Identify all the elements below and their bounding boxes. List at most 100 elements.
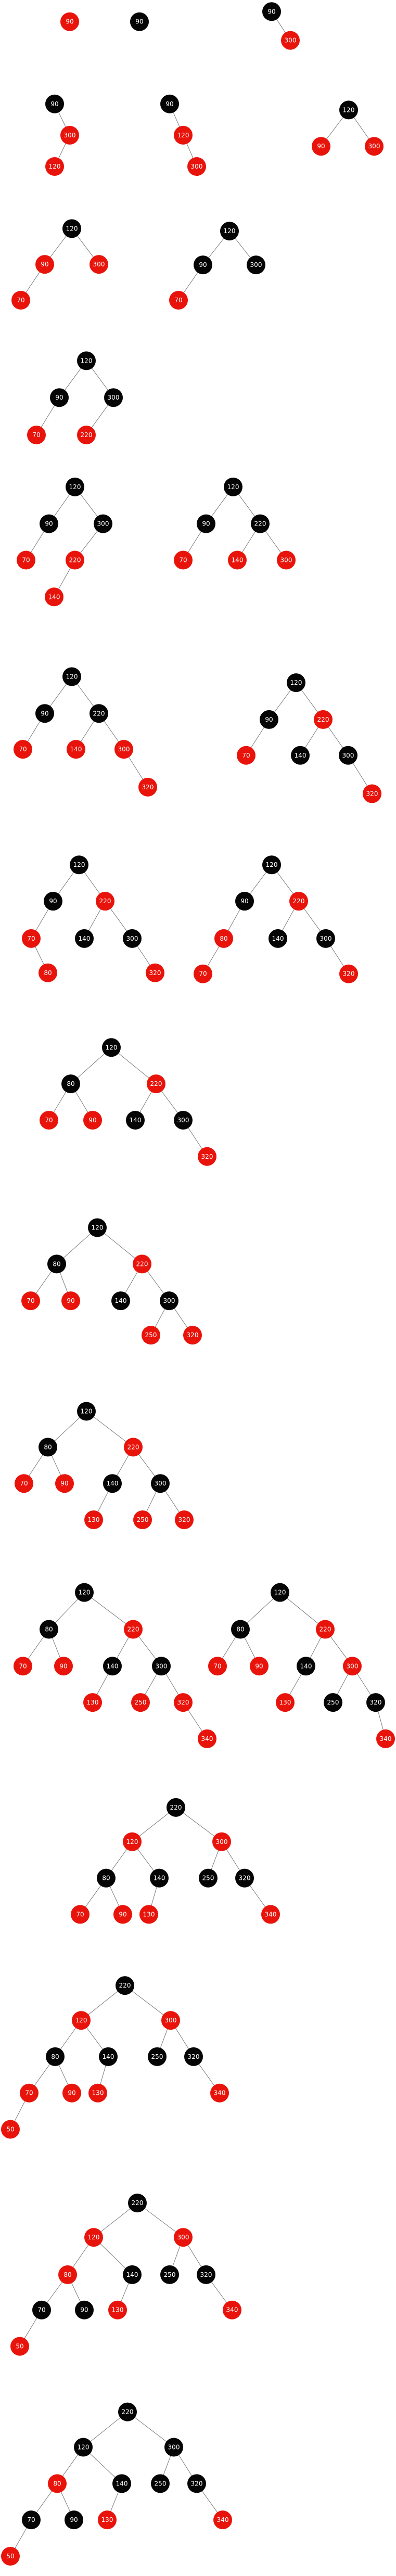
red-tree-node: 300 xyxy=(281,31,300,50)
black-tree-node: 140 xyxy=(75,929,94,948)
node-value-label: 140 xyxy=(107,1662,119,1670)
node-value-label: 120 xyxy=(274,1589,286,1596)
node-circle xyxy=(223,2300,241,2319)
node-circle xyxy=(35,255,54,274)
node-value-label: 80 xyxy=(236,1625,244,1633)
node-circle xyxy=(103,1474,122,1493)
node-value-label: 90 xyxy=(41,710,48,717)
black-tree-node: 120 xyxy=(62,219,81,238)
node-circle xyxy=(174,1693,193,1712)
node-circle xyxy=(1,2547,20,2566)
black-tree-node: 300 xyxy=(160,1291,178,1311)
node-circle xyxy=(124,1438,143,1457)
node-circle xyxy=(46,2047,65,2066)
black-tree-node: 120 xyxy=(74,2438,93,2457)
node-value-label: 90 xyxy=(165,100,173,108)
node-value-label: 120 xyxy=(69,483,81,491)
black-tree-node: 120 xyxy=(271,1583,289,1602)
black-tree-node: 220 xyxy=(167,1798,185,1817)
black-tree-node: 300 xyxy=(152,1657,171,1676)
black-tree-node: 250 xyxy=(148,2047,167,2066)
node-value-label: 300 xyxy=(155,1480,167,1487)
black-tree-node: 140 xyxy=(111,1291,130,1311)
node-value-label: 90 xyxy=(66,18,73,25)
red-tree-node: 140 xyxy=(67,740,85,759)
node-circle xyxy=(77,351,96,370)
red-tree-node: 140 xyxy=(45,587,63,607)
node-value-label: 120 xyxy=(81,1408,93,1415)
node-circle xyxy=(58,2265,77,2284)
node-circle xyxy=(262,855,281,875)
black-tree-node: 120 xyxy=(62,667,81,686)
node-circle xyxy=(228,550,247,570)
node-value-label: 140 xyxy=(103,2053,114,2060)
red-tree-node: 90 xyxy=(83,1110,102,1130)
node-circle xyxy=(164,2438,183,2457)
black-tree-node: 300 xyxy=(123,929,142,948)
node-circle xyxy=(14,1657,32,1676)
node-value-label: 130 xyxy=(112,2306,124,2314)
node-value-label: 340 xyxy=(380,1735,392,1742)
red-tree-node: 90 xyxy=(250,1657,269,1676)
node-circle xyxy=(77,425,96,444)
node-value-label: 70 xyxy=(20,1480,28,1487)
node-circle xyxy=(70,855,88,875)
node-value-label: 120 xyxy=(81,357,93,364)
red-tree-node: 220 xyxy=(314,710,333,729)
node-circle xyxy=(40,1620,58,1639)
tree-edge-n153-n154 xyxy=(83,2412,128,2447)
black-tree-node: 140 xyxy=(291,746,310,765)
black-tree-node: 120 xyxy=(77,1402,96,1421)
node-circle xyxy=(83,1110,102,1130)
node-circle xyxy=(151,1474,170,1493)
node-value-label: 80 xyxy=(220,935,227,942)
red-tree-node: 320 xyxy=(363,784,381,803)
node-circle xyxy=(316,1620,335,1639)
black-tree-node: 140 xyxy=(103,1474,122,1493)
node-value-label: 70 xyxy=(19,746,27,753)
black-tree-node: 70 xyxy=(32,2300,51,2319)
node-circle xyxy=(60,12,79,31)
black-tree-node: 90 xyxy=(75,2300,94,2319)
red-tree-node: 300 xyxy=(212,1832,231,1851)
red-tree-node: 70 xyxy=(20,2083,39,2103)
node-value-label: 140 xyxy=(79,935,91,942)
node-value-label: 80 xyxy=(44,969,52,977)
black-tree-node: 90 xyxy=(40,514,58,533)
node-value-label: 320 xyxy=(239,1875,251,1882)
node-value-label: 50 xyxy=(6,2553,14,2560)
node-circle xyxy=(312,137,330,156)
node-value-label: 220 xyxy=(81,431,93,439)
node-value-label: 140 xyxy=(295,752,306,759)
node-circle xyxy=(113,1905,132,1924)
tree-edge-n96-n98 xyxy=(84,1592,134,1630)
red-tree-node: 90 xyxy=(54,1657,73,1676)
node-value-label: 70 xyxy=(25,2090,33,2097)
red-tree-node: 70 xyxy=(194,964,212,983)
black-tree-node: 120 xyxy=(66,477,84,496)
node-circle xyxy=(161,2011,180,2030)
node-value-label: 70 xyxy=(22,556,30,563)
node-circle xyxy=(184,2047,203,2066)
node-value-label: 90 xyxy=(70,2516,78,2523)
node-circle xyxy=(269,929,287,948)
node-circle xyxy=(152,1657,171,1676)
node-value-label: 300 xyxy=(93,261,105,268)
node-circle xyxy=(147,1074,165,1094)
black-tree-node: 120 xyxy=(75,1583,94,1602)
node-value-label: 140 xyxy=(300,1662,312,1670)
node-circle xyxy=(316,929,335,948)
node-circle xyxy=(32,2300,51,2319)
red-tree-node: 320 xyxy=(138,777,157,797)
node-circle xyxy=(35,704,54,723)
black-tree-node: 320 xyxy=(187,2474,206,2493)
node-circle xyxy=(366,1693,385,1712)
node-circle xyxy=(90,255,108,274)
node-circle xyxy=(133,1510,152,1530)
node-circle xyxy=(187,157,206,176)
tree-edge-n129-n131 xyxy=(124,1985,171,2021)
node-circle xyxy=(235,1868,254,1888)
node-circle xyxy=(118,2402,137,2421)
